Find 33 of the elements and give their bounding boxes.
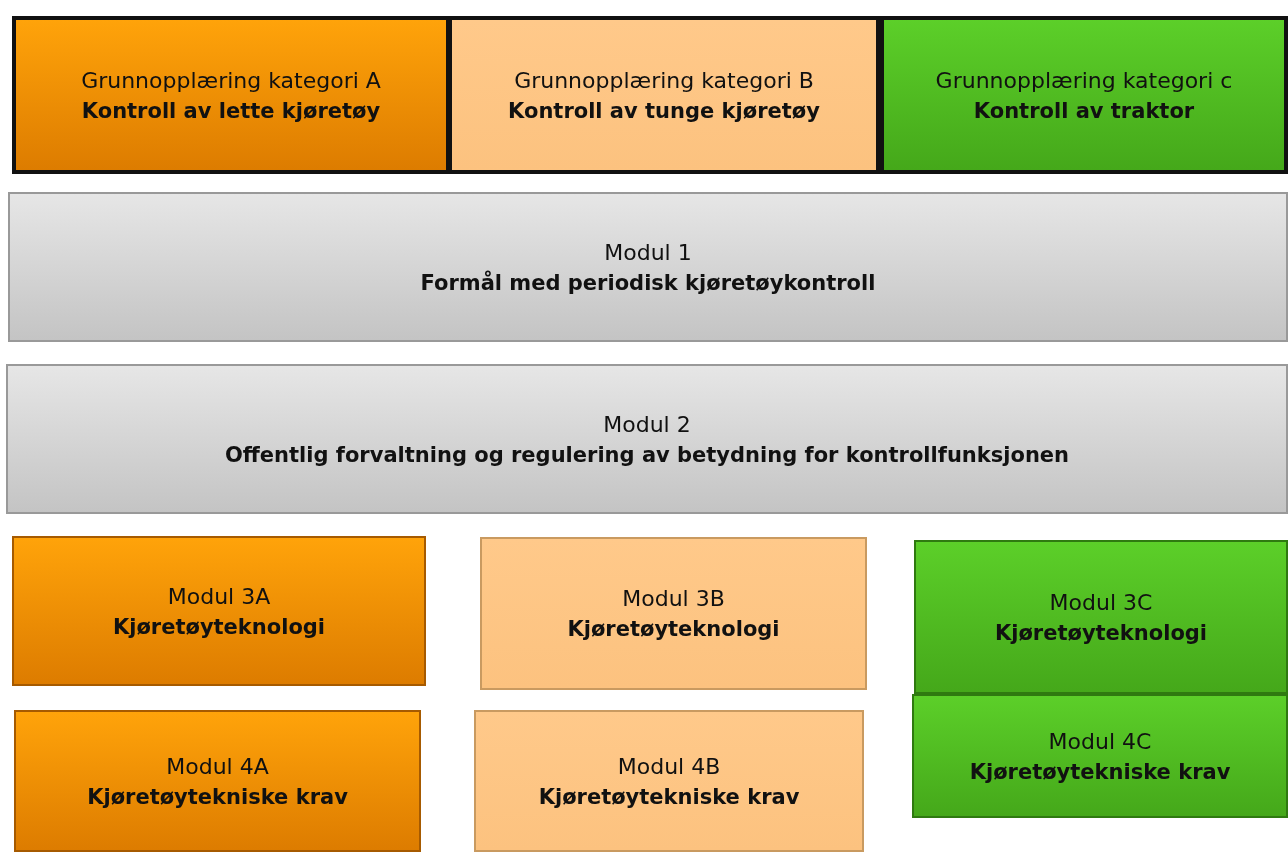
box-subtitle: Kjøretøyteknologi bbox=[567, 617, 780, 641]
box-heading: Modul 1 bbox=[604, 239, 692, 265]
box-heading: Modul 4C bbox=[1048, 728, 1152, 754]
box-subtitle: Kjøretøytekniske krav bbox=[87, 784, 348, 809]
box-heading: Modul 4A bbox=[166, 753, 269, 779]
module-box bbox=[8, 192, 1288, 342]
module-box bbox=[914, 540, 1288, 694]
module-box bbox=[12, 536, 426, 686]
category-box bbox=[12, 16, 450, 174]
category-box bbox=[448, 16, 880, 174]
module-box bbox=[14, 710, 421, 852]
box-subtitle: Kontroll av traktor bbox=[973, 98, 1195, 123]
module-box bbox=[6, 364, 1288, 514]
box-heading: Modul 3B bbox=[622, 586, 725, 611]
module-box bbox=[912, 694, 1288, 818]
box-heading: Modul 4B bbox=[617, 753, 721, 779]
box-subtitle: Kjøretøyteknologi bbox=[994, 620, 1208, 645]
box-subtitle: Kjøretøyteknologi bbox=[112, 614, 326, 639]
box-subtitle: Kontroll av lette kjøretøy bbox=[81, 98, 381, 123]
box-heading: Modul 2 bbox=[603, 411, 691, 437]
box-heading: Modul 3A bbox=[167, 583, 271, 609]
module-box bbox=[474, 710, 864, 852]
box-subtitle: Kjøretøytekniske krav bbox=[969, 759, 1231, 784]
box-subtitle: Offentlig forvaltning og regulering av betydning for kontrollfunksjonen bbox=[224, 442, 1070, 467]
box-heading: Grunnopplæring kategori A bbox=[81, 67, 381, 93]
box-subtitle: Kontroll av tunge kjøretøy bbox=[508, 98, 820, 123]
box-heading: Grunnopplæring kategori B bbox=[514, 67, 814, 93]
box-subtitle: Kjøretøytekniske krav bbox=[538, 784, 800, 809]
box-heading: Grunnopplæring kategori c bbox=[935, 67, 1233, 93]
category-box bbox=[880, 16, 1288, 174]
box-subtitle: Formål med periodisk kjøretøykontroll bbox=[420, 270, 876, 295]
module-box bbox=[480, 537, 867, 690]
box-heading: Modul 3C bbox=[1049, 589, 1153, 615]
